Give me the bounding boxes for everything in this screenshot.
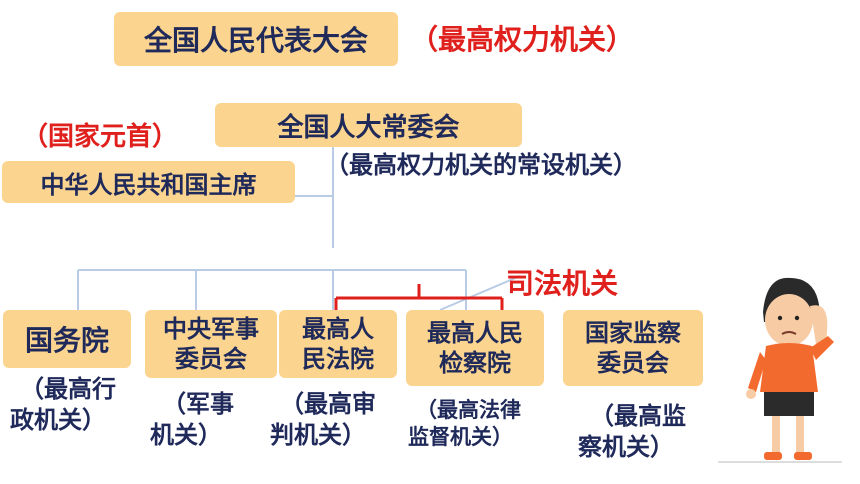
supervisory-commission-box: 国家监察 委员会 <box>563 310 703 386</box>
organ-name: 国务院 <box>24 324 109 357</box>
note-line: 机关） <box>150 421 222 450</box>
organ-name-line: 中央军事 <box>163 315 259 343</box>
note-line: （最高法律 <box>416 398 521 422</box>
central-military-commission-box: 中央军事 委员会 <box>145 310 277 378</box>
standing-committee-box: 全国人大常委会 <box>215 103 522 147</box>
state-council-note: （最高行 政机关） <box>10 374 116 436</box>
supreme-court-box: 最高人 民法院 <box>279 310 397 378</box>
note-line: 监督机关） <box>408 425 513 450</box>
note-line: 察机关） <box>578 433 674 462</box>
supervisory-commission-note: （最高监 察机关） <box>578 401 686 463</box>
head-of-state-note: （国家元首） <box>22 122 179 152</box>
supreme-procuratorate-box: 最高人民 检察院 <box>406 310 544 386</box>
president-box: 中华人民共和国主席 <box>2 161 295 203</box>
organ-name-line: 委员会 <box>597 349 669 377</box>
organ-name-line: 最高人民 <box>427 319 523 347</box>
npc-note: （最高权力机关） <box>410 23 635 56</box>
judicial-pointer-line <box>439 275 521 311</box>
note-line: 政机关） <box>10 406 106 435</box>
note-line: （最高审 <box>280 390 376 418</box>
organ-name-line: 委员会 <box>175 345 247 373</box>
procuratorate-note: （最高法律 监督机关） <box>408 397 521 452</box>
note-line: （最高行 <box>20 375 116 403</box>
organ-name-line: 检察院 <box>439 349 511 377</box>
state-council-box: 国务院 <box>3 310 131 368</box>
npc-box: 全国人民代表大会 <box>114 12 398 66</box>
military-commission-note: （军事 机关） <box>150 389 234 451</box>
standing-committee-note: （最高权力机关的常设机关） <box>325 151 637 179</box>
thinking-boy-illustration <box>718 277 842 463</box>
note-line: （最高监 <box>590 402 686 430</box>
note-line: 判机关） <box>270 421 366 450</box>
judicial-organs-label: 司法机关 <box>506 267 619 300</box>
note-line: （军事 <box>162 390 234 418</box>
organ-name-line: 民法院 <box>302 345 374 373</box>
organ-name-line: 国家监察 <box>585 319 681 347</box>
supreme-court-note: （最高审 判机关） <box>270 389 376 451</box>
organ-name-line: 最高人 <box>302 315 374 343</box>
